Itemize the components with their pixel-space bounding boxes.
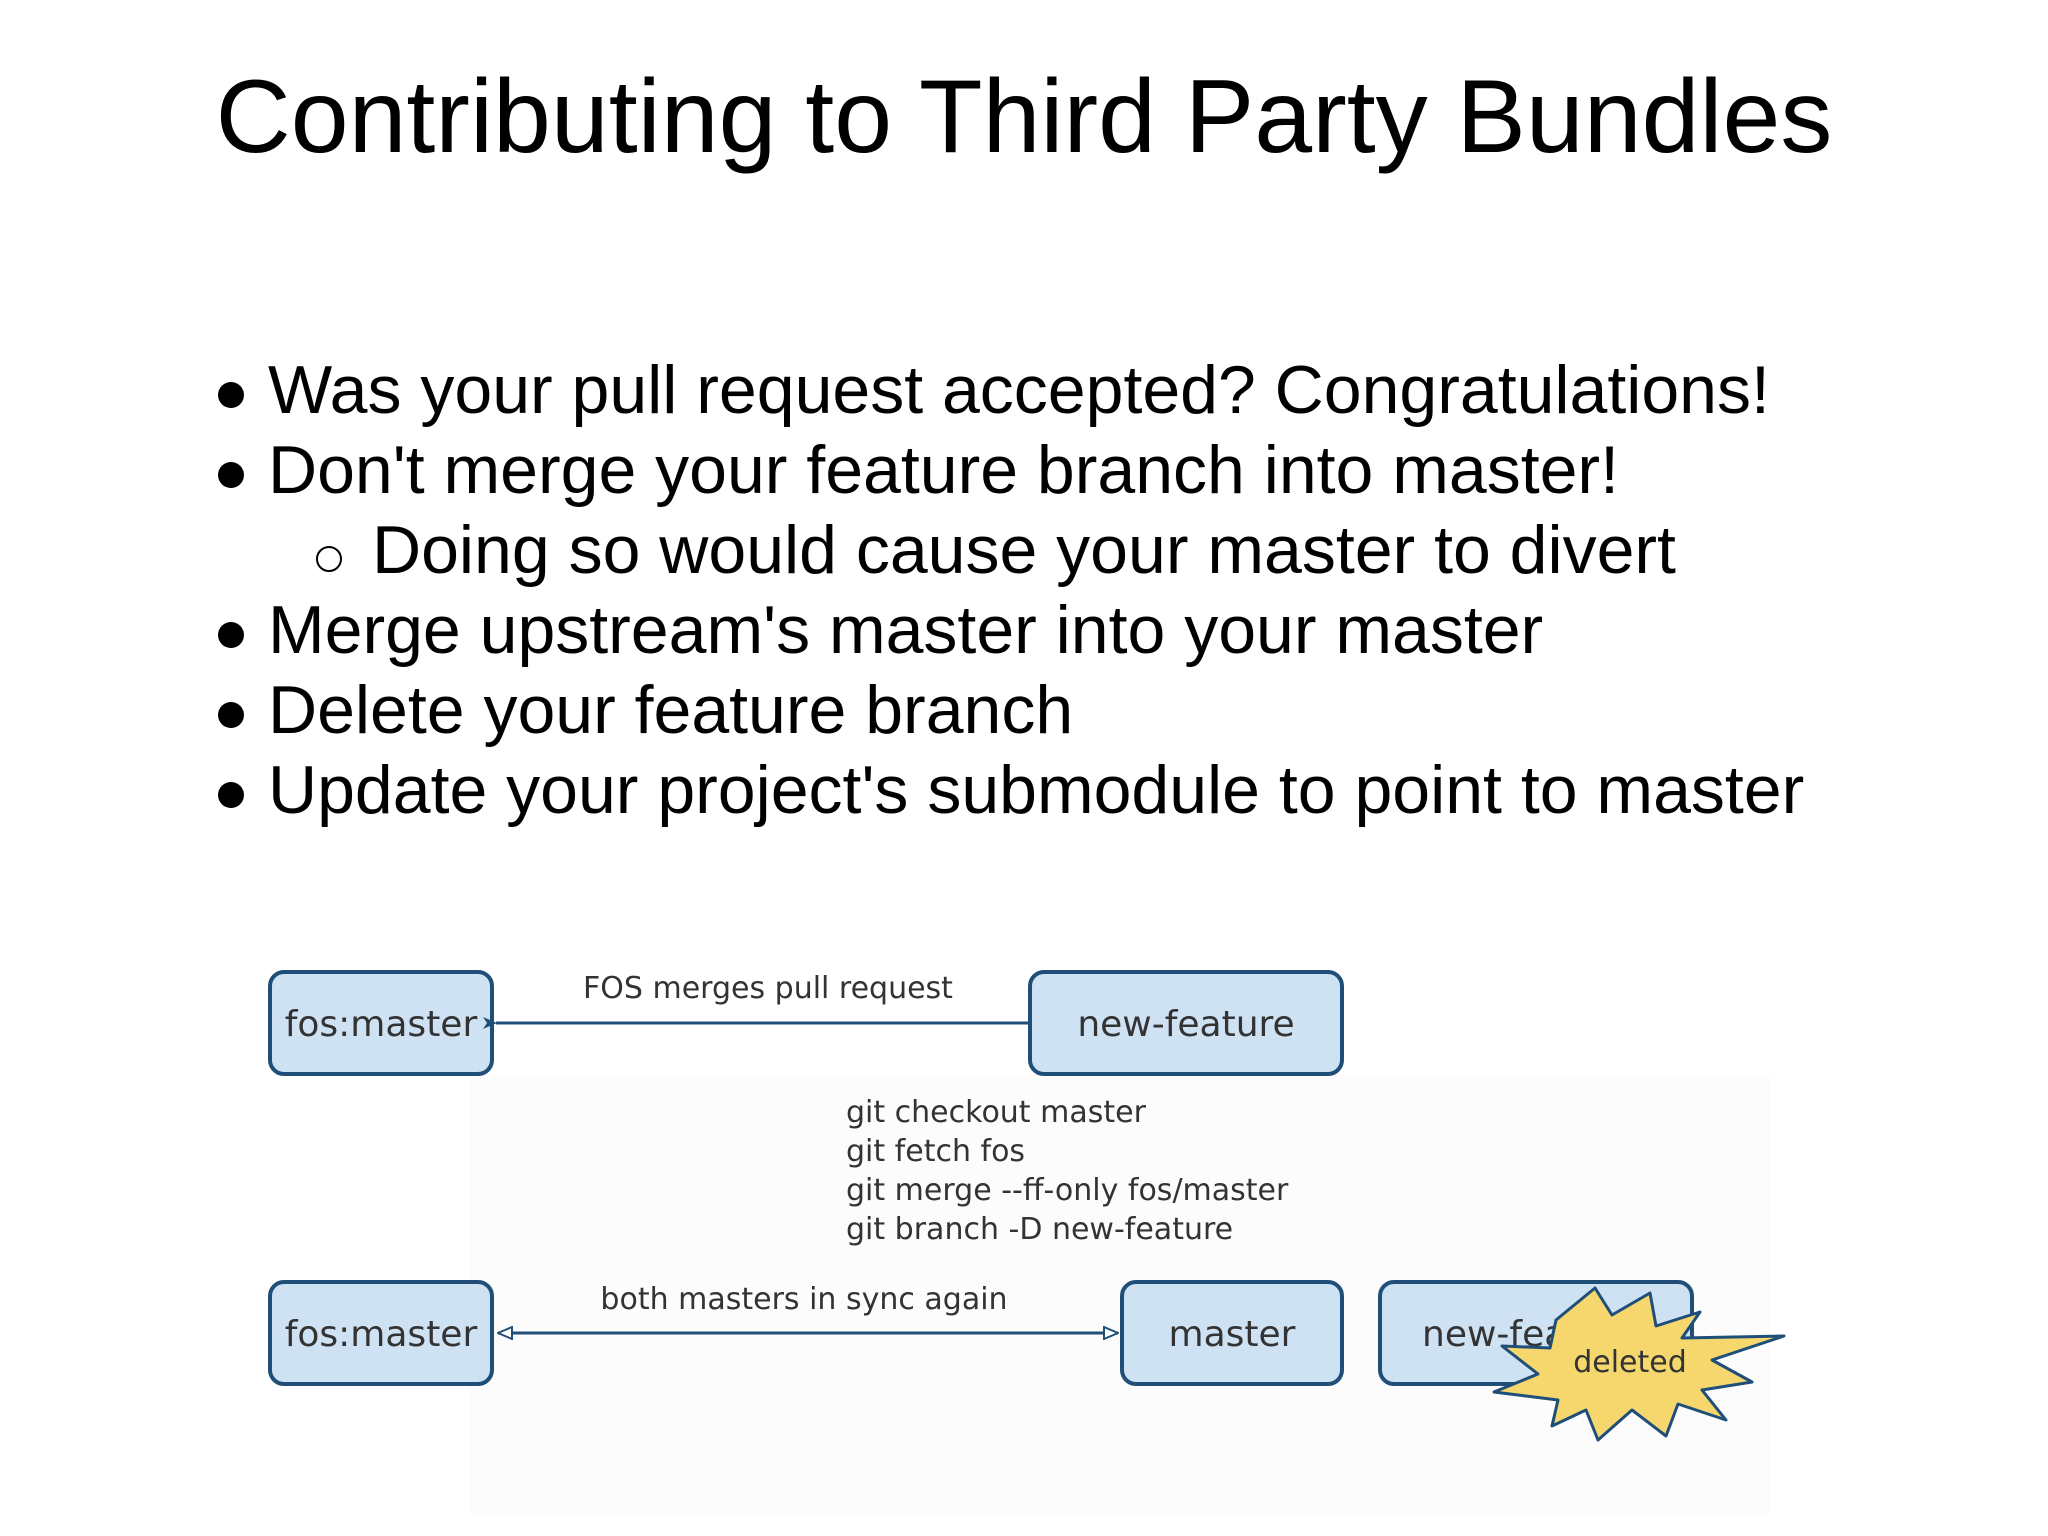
bullet-text: Don't merge your feature branch into mas…: [268, 432, 1619, 508]
bullet-item: Was your pull request accepted? Congratu…: [212, 350, 1804, 430]
bottom-fos-master-node: fos:master: [268, 1280, 494, 1386]
deleted-burst: deleted: [1492, 1286, 1786, 1442]
bullet-text: Merge upstream's master into your master: [268, 592, 1544, 668]
git-command-line: git branch -D new-feature: [846, 1212, 1233, 1247]
bullet-dot-icon: [218, 622, 244, 648]
top-fos-master-node: fos:master: [268, 970, 494, 1076]
bottom-fos-master-label: fos:master: [285, 1314, 478, 1355]
top-new-feature-node: new-feature: [1028, 970, 1344, 1076]
bullet-circle-icon: [316, 546, 342, 572]
bullet-dot-icon: [218, 382, 244, 408]
bottom-master-node: master: [1120, 1280, 1344, 1386]
top-fos-master-label: fos:master: [285, 1004, 478, 1045]
sub-bullet-text: Doing so would cause your master to dive…: [372, 512, 1676, 588]
sub-bullet-item: Doing so would cause your master to dive…: [212, 510, 1804, 590]
bullet-text: Was your pull request accepted? Congratu…: [268, 352, 1770, 428]
bullet-item: Merge upstream's master into your master: [212, 590, 1804, 670]
git-command-line: git merge --ff-only fos/master: [846, 1173, 1289, 1208]
bullet-list: Was your pull request accepted? Congratu…: [212, 350, 1804, 830]
bullet-dot-icon: [218, 702, 244, 728]
slide-title: Contributing to Third Party Bundles: [215, 59, 1833, 175]
bullet-dot-icon: [218, 782, 244, 808]
pull-request-edge-label: FOS merges pull request: [583, 971, 953, 1006]
bullet-item: Update your project's submodule to point…: [212, 750, 1804, 830]
bottom-master-label: master: [1169, 1314, 1296, 1355]
bullet-item: Delete your feature branch: [212, 670, 1804, 750]
bullet-text: Update your project's submodule to point…: [268, 752, 1805, 828]
git-command-line: git fetch fos: [846, 1134, 1025, 1169]
git-command-line: git checkout master: [846, 1095, 1147, 1130]
bullet-dot-icon: [218, 462, 244, 488]
bullet-text: Delete your feature branch: [268, 672, 1074, 748]
sync-edge-label: both masters in sync again: [600, 1282, 1007, 1317]
git-command-list: git checkout master git fetch fos git me…: [846, 1095, 1289, 1247]
bullet-item: Don't merge your feature branch into mas…: [212, 430, 1804, 510]
deleted-label: deleted: [1573, 1345, 1687, 1380]
top-new-feature-label: new-feature: [1077, 1004, 1294, 1045]
starburst-icon: [1492, 1286, 1786, 1442]
